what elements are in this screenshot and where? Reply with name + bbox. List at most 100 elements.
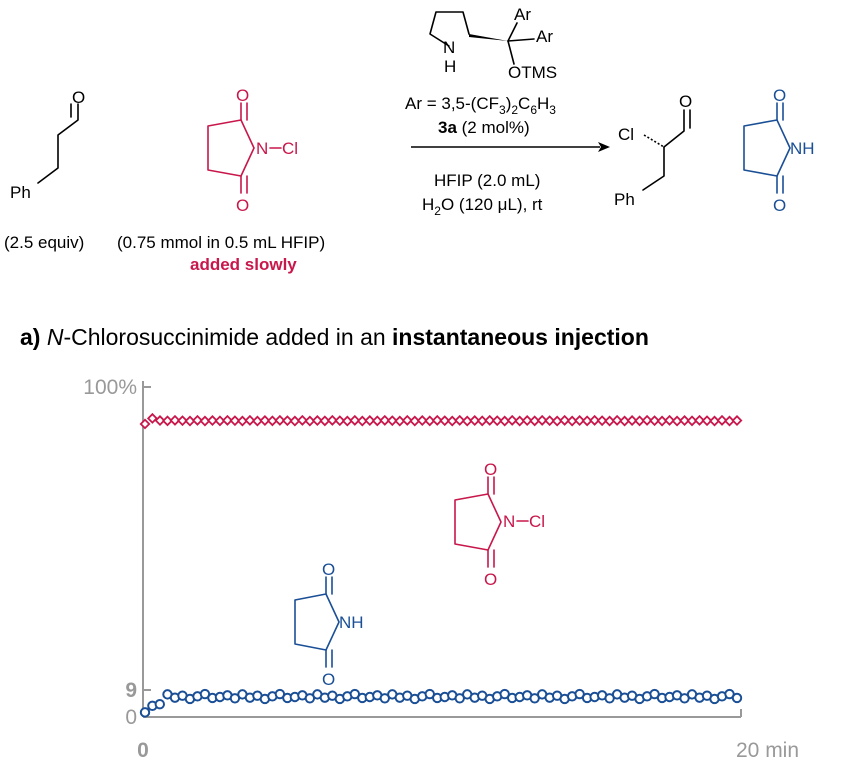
ncs-point-75 (701, 415, 713, 427)
ncs-point-4 (169, 414, 181, 426)
conditions-water: H2O (120 μL), rt (422, 195, 543, 218)
annot-ncs-oxygen-bottom: O (484, 570, 497, 589)
annot-ncs-oxygen-top: O (484, 460, 497, 479)
ncs-point-65 (626, 415, 638, 426)
ncs-point-54 (544, 415, 556, 427)
ncs-point-63 (611, 414, 623, 426)
ncs-point-49 (506, 414, 518, 426)
ncs-point-16 (259, 415, 271, 426)
annot-ncs-chlorine: Cl (529, 512, 545, 531)
ncs-point-31 (371, 415, 383, 427)
ncs-point-0 (139, 418, 151, 430)
ncs-point-24 (319, 415, 331, 427)
catalyst-aryl-right: Ar (536, 27, 553, 46)
ncs-point-36 (409, 415, 421, 427)
reactant2-amount: (0.75 mmol in 0.5 mL HFIP) (117, 233, 325, 252)
reactant-aldehyde: O Ph (2.5 equiv) (4, 88, 85, 252)
y-tick-label-0: 0 (125, 706, 137, 729)
ncs-point-72 (679, 415, 691, 426)
ncs-annotation: O N Cl O (454, 460, 545, 589)
ncs-point-70 (664, 414, 676, 426)
ncs-point-28 (349, 414, 361, 426)
ncs-oxygen-bottom: O (236, 196, 249, 215)
ncs-point-68 (649, 415, 661, 427)
ncs-point-77 (716, 414, 728, 426)
product-chlorine: Cl (618, 125, 634, 144)
ncs-point-56 (559, 414, 571, 426)
aldehyde-oxygen: O (72, 88, 85, 107)
ncs-point-9 (206, 415, 218, 426)
ncs-point-12 (229, 415, 241, 427)
ncs-point-73 (686, 415, 698, 427)
ncs-point-46 (484, 414, 496, 426)
succinimide-point-2 (154, 698, 166, 710)
ncs-point-37 (416, 415, 428, 426)
ncs-point-7 (191, 414, 203, 426)
ncs-point-71 (671, 415, 683, 427)
ncs-point-14 (244, 414, 256, 426)
annot-succinimide-oxygen-bottom: O (322, 670, 335, 689)
aryl-definition: Ar = 3,5-(CF3)2C6H3 (405, 94, 556, 117)
ncs-point-3 (162, 415, 173, 427)
catalyst-nitrogen: N (443, 38, 455, 57)
ncs-point-58 (574, 415, 586, 426)
ncs-point-30 (364, 415, 376, 426)
ncs-point-51 (521, 415, 533, 426)
ncs-point-26 (334, 415, 346, 427)
ncs-point-32 (379, 414, 391, 426)
y-tick-label-1: 9 (125, 679, 137, 702)
conditions-solvent: HFIP (2.0 mL) (434, 171, 540, 190)
ncs-point-79 (731, 415, 743, 426)
ncs-point-50 (514, 415, 526, 427)
ncs-point-25 (326, 414, 338, 426)
x-tick-label-0: 0 (137, 739, 149, 762)
succinimide-point-0 (139, 707, 151, 718)
ncs-point-19 (281, 415, 293, 427)
reactant-ncs: O N Cl O (0.75 mmol in 0.5 mL HFIP) adde… (117, 86, 325, 274)
series-ncs (139, 412, 743, 430)
ncs-point-8 (199, 415, 211, 427)
reaction-arrow (411, 142, 610, 152)
data-series (139, 412, 743, 718)
ncs-point-53 (536, 414, 548, 426)
ncs-point-38 (424, 415, 436, 427)
catalyst-aryl-top: Ar (514, 5, 531, 24)
reactant1-amount: (2.5 equiv) (4, 233, 84, 252)
ncs-point-67 (641, 414, 653, 426)
ncs-point-66 (634, 415, 646, 427)
ncs-point-22 (304, 415, 316, 427)
annot-ncs-nitrogen: N (503, 512, 515, 531)
ncs-point-29 (356, 415, 368, 427)
x-tick-label-1: 20 min (736, 739, 799, 762)
ncs-point-74 (694, 414, 706, 426)
ncs-point-33 (386, 415, 398, 427)
ncs-nitrogen: N (256, 139, 268, 158)
panel-title: a) N-Chlorosuccinimide added in an insta… (20, 324, 649, 350)
succinimide-oxygen-top: O (773, 86, 786, 105)
phenyl-label: Ph (10, 183, 31, 202)
ncs-point-35 (401, 414, 413, 426)
ncs-point-39 (431, 414, 443, 426)
ncs-point-17 (266, 415, 278, 427)
ncs-point-52 (529, 415, 541, 427)
added-slowly-note: added slowly (190, 255, 297, 274)
catalyst-otms: OTMS (508, 63, 557, 82)
ncs-point-42 (454, 414, 466, 426)
ncs-point-1 (146, 412, 158, 424)
succinimide-nh: NH (790, 139, 815, 158)
catalyst-loading: 3a (2 mol%) (438, 118, 530, 137)
succinimide-annotation: O NH O (294, 560, 364, 689)
y-tick-label-2: 100% (83, 376, 137, 399)
ncs-point-60 (589, 414, 601, 426)
kinetics-chart: 0 9 100% 0 20 min O N Cl O O NH O (83, 376, 799, 762)
ncs-point-47 (491, 415, 503, 427)
ncs-oxygen-top: O (236, 86, 249, 105)
ncs-point-45 (476, 415, 488, 427)
ncs-point-18 (274, 414, 286, 426)
succinimide-oxygen-bottom: O (773, 196, 786, 215)
ncs-point-5 (176, 415, 188, 427)
catalyst-structure: N H Ar Ar OTMS Ar = 3,5-(CF3)2C6H3 3a (2… (405, 5, 557, 137)
ncs-point-43 (461, 415, 473, 427)
annot-succinimide-nh: NH (339, 613, 364, 632)
